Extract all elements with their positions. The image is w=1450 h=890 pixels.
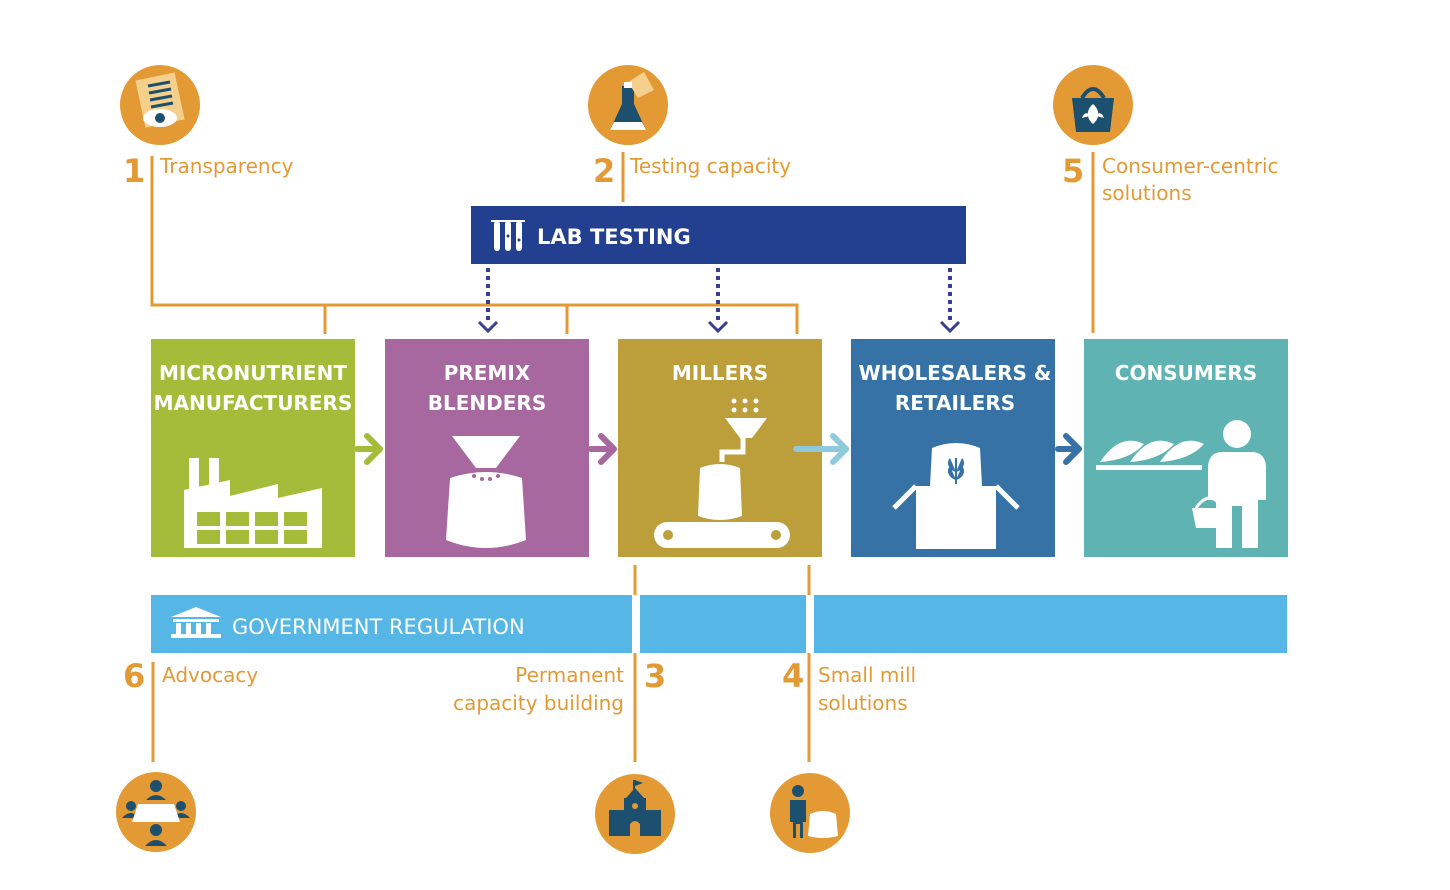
intervention-label-consumer-centric-2: solutions [1102, 181, 1192, 205]
stage-label-line2: RETAILERS [895, 391, 1015, 415]
stage-label-line1: WHOLESALERS & [859, 361, 1052, 385]
intervention-label-consumer-centric: Consumer-centric [1102, 154, 1279, 178]
premix-sack-icon [446, 436, 526, 548]
stage-label-line1: PREMIX [444, 361, 531, 385]
stage-label-line1: CONSUMERS [1115, 361, 1257, 385]
mill-conveyor-icon [654, 398, 790, 548]
lab-flask-icon [588, 65, 668, 145]
stage-label-line2: BLENDERS [428, 391, 546, 415]
stage-label-line2: MANUFACTURERS [154, 391, 353, 415]
flow-arrow-4 [1055, 433, 1082, 465]
intervention-label-small-mill: Small mill [818, 663, 916, 687]
flow-arrow-2 [588, 433, 617, 465]
stage-consumers: CONSUMERS [1084, 339, 1288, 557]
factory-icon [184, 458, 322, 548]
document-eye-icon [120, 65, 200, 145]
stage-micronutrient-manufacturers: MICRONUTRIENT MANUFACTURERS [151, 339, 355, 557]
transparency-connector [150, 156, 799, 334]
stage-wholesalers-retailers: WHOLESALERS & RETAILERS [851, 339, 1055, 557]
stage-premix-blenders: PREMIX BLENDERS [385, 339, 589, 557]
flow-arrow-3 [793, 433, 849, 465]
intervention-number-5: 5 [1062, 152, 1084, 190]
stage-millers: MILLERS [618, 339, 822, 557]
intervention-label-capacity-building-2: capacity building [453, 691, 624, 715]
intervention-label-transparency: Transparency [159, 154, 294, 178]
intervention-number-1: 1 [123, 152, 145, 190]
intervention-number-2: 2 [593, 152, 615, 190]
flow-arrows [354, 433, 1082, 465]
retail-box-icon [892, 443, 1020, 549]
intervention-label-testing-capacity: Testing capacity [629, 154, 791, 178]
intervention-label-advocacy: Advocacy [162, 663, 258, 687]
government-regulation-bar: GOVERNMENT REGULATION [151, 595, 1287, 653]
person-sack-icon [770, 773, 850, 853]
government-building-icon [171, 607, 221, 638]
bread-shopper-icon [1096, 420, 1266, 548]
lab-testing-dotted-arrows [477, 268, 961, 334]
stage-label-line1: MILLERS [672, 361, 768, 385]
school-building-icon [595, 774, 675, 854]
intervention-label-capacity-building: Permanent [515, 663, 624, 687]
intervention-number-4: 4 [782, 657, 804, 695]
meeting-table-icon [116, 772, 196, 852]
intervention-label-small-mill-2: solutions [818, 691, 908, 715]
stage-label-line1: MICRONUTRIENT [159, 361, 347, 385]
shopping-basket-icon [1053, 65, 1133, 145]
test-tubes-icon [491, 220, 525, 251]
government-regulation-label: GOVERNMENT REGULATION [232, 615, 525, 639]
intervention-number-6: 6 [123, 657, 145, 695]
intervention-number-3: 3 [644, 657, 666, 695]
lab-testing-bar: LAB TESTING [471, 206, 966, 264]
lab-testing-label: LAB TESTING [537, 225, 691, 249]
flow-arrow-1 [354, 433, 383, 465]
